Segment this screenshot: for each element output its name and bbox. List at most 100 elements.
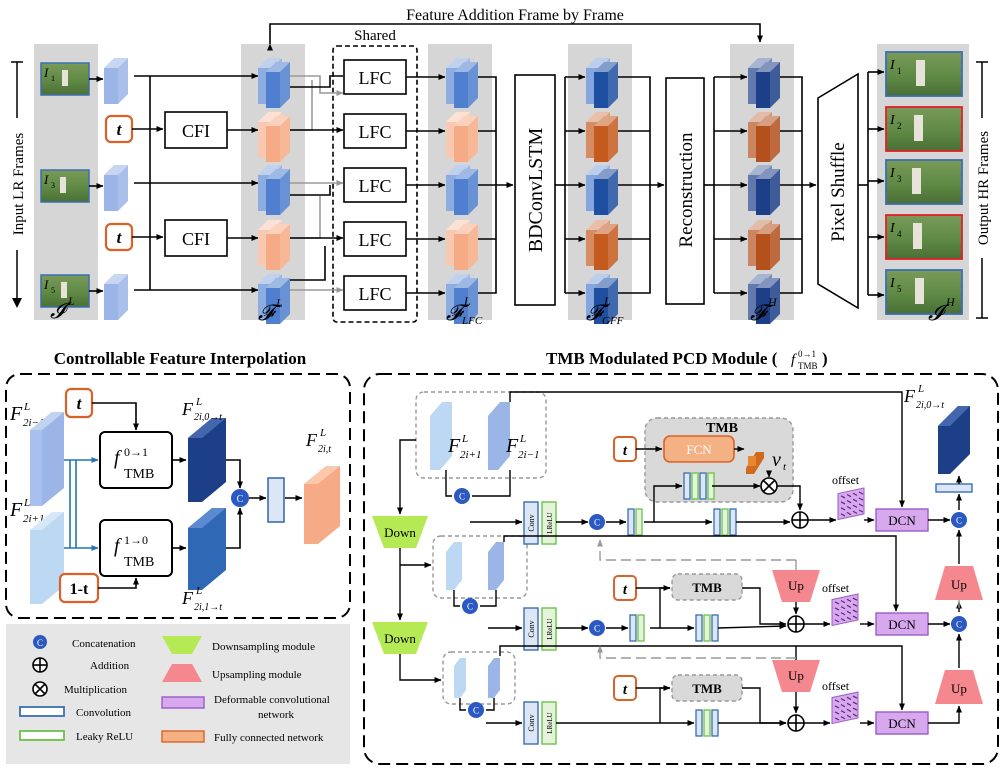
- pcd-panel-title: TMB Modulated PCD Module ( f 0→1 TMB ): [546, 349, 828, 371]
- svg-text:Down: Down: [384, 631, 416, 646]
- fl-block-3: [266, 169, 290, 215]
- svg-text:Fully connected network: Fully connected network: [214, 732, 324, 744]
- svg-text:1: 1: [51, 74, 55, 83]
- svg-text:C: C: [956, 620, 962, 630]
- svg-text:1→0: 1→0: [124, 533, 148, 547]
- svg-text:Convolution: Convolution: [76, 707, 132, 719]
- svg-text:I: I: [43, 277, 49, 292]
- svg-text:Down: Down: [384, 525, 416, 540]
- pcd-output-block: [935, 406, 973, 493]
- output-side-label: Output HR Frames: [974, 61, 992, 319]
- svg-text:LReLU: LReLU: [546, 618, 554, 639]
- ftmb-forward-box: f 0→1 TMB: [99, 431, 173, 489]
- up-module-right-1: Up: [935, 566, 983, 600]
- cfi-input-prev-label: F L 2i−1: [9, 401, 44, 429]
- input-feature-block-2: [104, 165, 128, 211]
- svg-text:Addition: Addition: [90, 660, 130, 672]
- offset-grid-3: [831, 691, 859, 725]
- lfc-box-3: LFC: [343, 167, 407, 203]
- svg-text:2i+1: 2i+1: [460, 449, 481, 461]
- conv-stack-2b: [695, 614, 719, 642]
- cfi-input-prev-block: [30, 412, 64, 506]
- t-box-2: t: [104, 222, 134, 252]
- fl-block-4: [266, 224, 290, 270]
- svg-text:H: H: [945, 295, 956, 309]
- conv-lrelu-2: Conv LReLU: [523, 607, 557, 651]
- top-pipeline: Feature Addition Frame by Frame Shared I…: [9, 7, 992, 327]
- dcn-box-2: DCN: [875, 612, 929, 636]
- svg-text:3: 3: [51, 181, 55, 190]
- svg-text:I: I: [889, 276, 896, 291]
- concat-node: C: [951, 616, 967, 632]
- svg-text:L: L: [319, 427, 326, 439]
- cfi-result-label: F L 2i,t: [305, 427, 331, 455]
- svg-text:f: f: [114, 535, 122, 557]
- fl-features: [258, 58, 290, 324]
- output-frame-1: I 1: [885, 51, 963, 97]
- svg-text:TMB: TMB: [124, 555, 154, 570]
- pcd-in-prev-label: F L 2i−1: [505, 433, 539, 461]
- svg-text:Downsampling module: Downsampling module: [212, 641, 315, 653]
- concat-node: C: [589, 514, 605, 530]
- pcd-in-prev-block: [488, 402, 510, 470]
- svg-text:L: L: [23, 401, 30, 413]
- svg-text:t: t: [783, 461, 787, 473]
- svg-text:LFC: LFC: [358, 176, 391, 196]
- input-frame-5: I 5: [40, 274, 90, 308]
- offset-label-2: offset: [822, 581, 850, 595]
- conv-stack-1a: [627, 508, 643, 536]
- svg-text:5: 5: [897, 284, 902, 294]
- fgff-block-2: [594, 116, 618, 162]
- svg-text:I: I: [43, 172, 49, 187]
- svg-text:3: 3: [897, 174, 902, 184]
- svg-text:L: L: [195, 396, 202, 408]
- lfc-box-4: LFC: [343, 221, 407, 257]
- svg-text:Up: Up: [788, 578, 804, 593]
- t-box-1: t: [104, 114, 134, 144]
- ftmb-backward-box: f 1→0 TMB: [99, 519, 173, 577]
- svg-text:CFI: CFI: [182, 121, 210, 141]
- mult-node: [760, 477, 778, 495]
- svg-text:Conv: Conv: [527, 514, 536, 531]
- concat-node: C: [462, 598, 478, 614]
- svg-text:L: L: [519, 433, 526, 445]
- svg-text:Leaky ReLU: Leaky ReLU: [76, 731, 133, 743]
- legend-deformable: Deformable convolutional network: [161, 694, 330, 721]
- svg-text:Reconstruction: Reconstruction: [676, 132, 697, 248]
- dcn-box-3: DCN: [875, 711, 929, 735]
- svg-text:LFC: LFC: [358, 122, 391, 142]
- output-frame-2: I 2: [885, 106, 963, 152]
- svg-text:F: F: [903, 386, 916, 406]
- svg-text:L: L: [461, 433, 468, 445]
- svg-text:t: t: [623, 682, 628, 698]
- svg-text:DCN: DCN: [888, 617, 916, 632]
- svg-text:L: L: [275, 296, 283, 310]
- svg-text:t: t: [623, 582, 628, 598]
- input-frame-1: I 1: [40, 62, 90, 96]
- cfi-input-next-block: [30, 512, 64, 604]
- legend-downsampling: Downsampling module: [162, 636, 315, 654]
- svg-text:v: v: [772, 449, 781, 471]
- svg-text:Concatenation: Concatenation: [72, 638, 136, 650]
- svg-text:2i,0→t: 2i,0→t: [916, 400, 944, 411]
- svg-text:C: C: [459, 492, 465, 502]
- svg-text:5: 5: [51, 286, 55, 295]
- dcn-box-1: DCN: [875, 508, 929, 532]
- up-module-right-2: Up: [935, 670, 983, 704]
- pcd-in-next-label: F L 2i+1: [447, 433, 481, 461]
- reconstruction-box: Reconstruction: [665, 77, 705, 305]
- fgff-block-4: [594, 224, 618, 270]
- lfc-box-1: LFC: [343, 59, 407, 95]
- svg-text:2i+1: 2i+1: [23, 513, 44, 525]
- conv-stack-1b: [683, 472, 715, 500]
- pcd-input-group-2: [432, 535, 528, 599]
- svg-text:F: F: [505, 435, 519, 457]
- output-frame-4: I 4: [885, 214, 963, 260]
- svg-text:Up: Up: [788, 668, 804, 683]
- cfi-box-1: CFI: [164, 111, 228, 149]
- svg-text:C: C: [956, 516, 962, 526]
- bdconvlstm-box: BDConvLSTM: [514, 74, 556, 306]
- legend-concatenation: C Concatenation: [33, 635, 136, 650]
- svg-text:GFF: GFF: [602, 315, 624, 327]
